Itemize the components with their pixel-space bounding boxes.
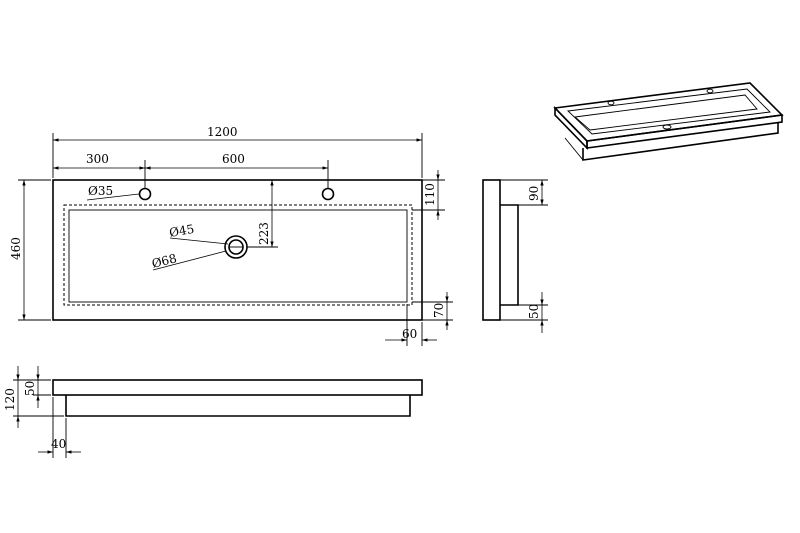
bowl-outline bbox=[68, 209, 408, 303]
dim-tap-distance: 110 bbox=[423, 183, 437, 206]
side-view: 90 50 bbox=[482, 179, 548, 333]
iso-bowl-rim bbox=[567, 88, 771, 135]
dim-tap-spacing: 600 bbox=[222, 152, 245, 166]
iso-tap-hole-left-icon bbox=[607, 100, 615, 106]
iso-top-face bbox=[553, 82, 784, 142]
plan-view: 1200 300 600 460 Ø35 Ø45 Ø68 223 110 bbox=[9, 125, 453, 346]
dim-rim-side: 60 bbox=[402, 327, 417, 341]
dim-drain-distance: 223 bbox=[257, 222, 271, 245]
iso-lower-body bbox=[582, 122, 779, 161]
label-drain-hole: Ø45 bbox=[168, 222, 195, 240]
dim-side-top: 90 bbox=[527, 186, 541, 201]
tap-hole-right bbox=[321, 187, 335, 201]
iso-tap-hole-right-icon bbox=[706, 88, 714, 94]
tap-hole-left bbox=[138, 187, 152, 201]
side-top-slab bbox=[482, 179, 501, 321]
side-bowl-body bbox=[500, 204, 519, 306]
front-view: 120 50 40 bbox=[3, 366, 423, 458]
dim-front-slab: 50 bbox=[23, 381, 37, 396]
dim-rim-front: 70 bbox=[432, 303, 446, 318]
iso-bowl-floor bbox=[573, 94, 758, 131]
iso-right-face bbox=[586, 114, 783, 149]
front-bowl-body bbox=[65, 395, 411, 417]
dim-side-bottom: 50 bbox=[527, 304, 541, 319]
drain-icon bbox=[224, 235, 248, 259]
label-drain-ring: Ø68 bbox=[150, 251, 178, 271]
label-tap-hole: Ø35 bbox=[88, 184, 113, 198]
iso-drain-icon bbox=[662, 124, 672, 130]
dim-width: 1200 bbox=[207, 125, 238, 139]
front-top-slab bbox=[52, 379, 423, 396]
dim-front-rim: 40 bbox=[51, 437, 66, 451]
dim-depth: 460 bbox=[9, 237, 23, 260]
basin-outline bbox=[52, 179, 423, 321]
isometric-view bbox=[553, 82, 784, 161]
bowl-edge-dashed bbox=[63, 204, 413, 306]
dim-front-total: 120 bbox=[3, 388, 17, 411]
dim-tap-offset: 300 bbox=[86, 152, 109, 166]
